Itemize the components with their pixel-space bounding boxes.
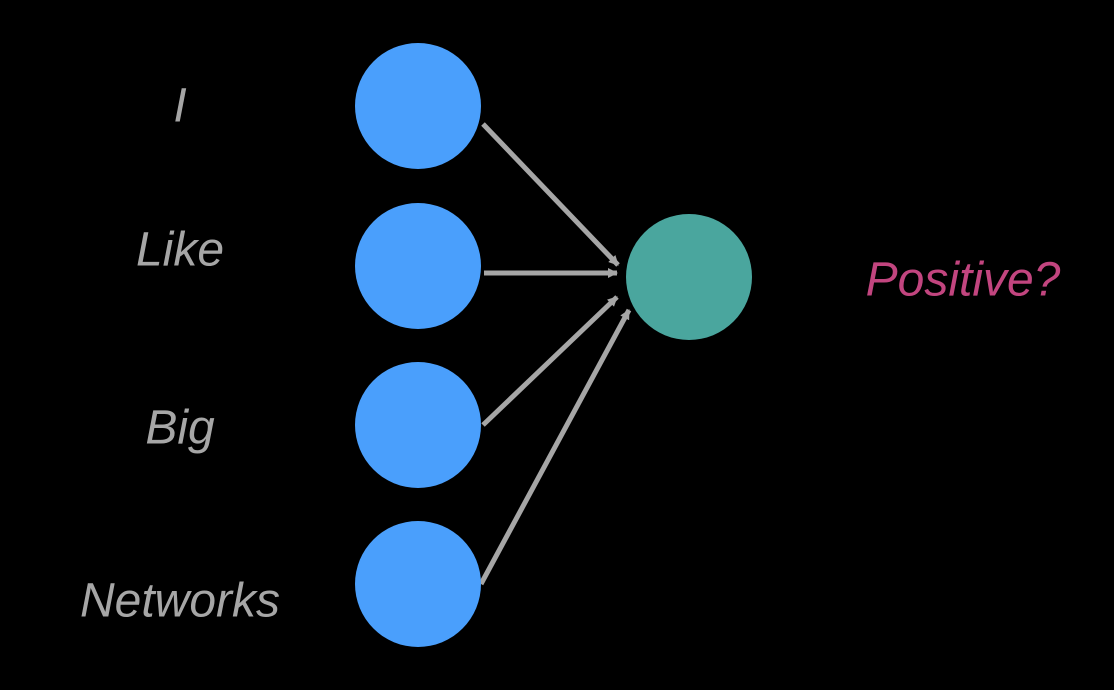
edges [478, 122, 632, 586]
edge-3 [478, 308, 632, 586]
input-node-3 [355, 521, 481, 647]
input-node-1 [355, 203, 481, 329]
input-label-3: Networks [80, 575, 280, 628]
input-label-1: Like [136, 224, 224, 277]
input-node-2 [355, 362, 481, 488]
edge-2 [481, 295, 619, 427]
input-labels: I Like Big Networks [80, 80, 280, 628]
output-label: Positive? [866, 254, 1061, 307]
edge-0 [481, 122, 620, 267]
input-nodes [355, 43, 481, 647]
output-node [626, 214, 752, 340]
input-label-2: Big [145, 402, 215, 455]
input-node-0 [355, 43, 481, 169]
input-label-0: I [173, 80, 186, 133]
